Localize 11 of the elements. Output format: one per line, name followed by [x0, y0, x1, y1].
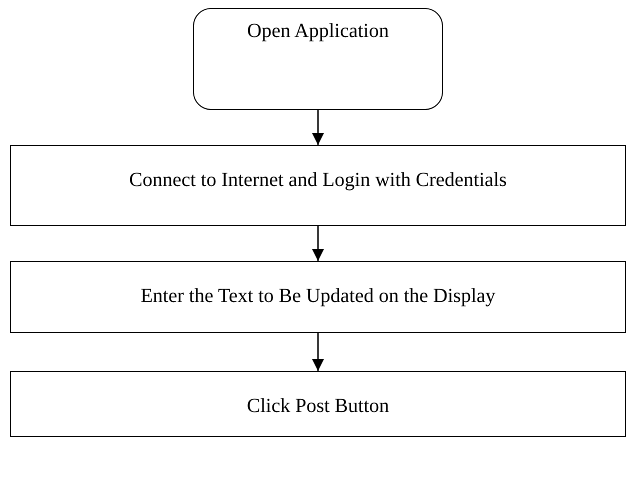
arrow — [312, 110, 324, 145]
process-box — [10, 371, 626, 437]
box-label: Enter the Text to Be Updated on the Display — [140, 284, 496, 309]
box-label: Click Post Button — [246, 394, 390, 419]
arrow — [312, 333, 324, 371]
arrow — [312, 226, 324, 261]
rounded-process-box — [193, 8, 443, 110]
box-label: Connect to Internet and Login with Credentials — [129, 168, 507, 193]
process-box — [10, 145, 626, 226]
process-box — [10, 261, 626, 333]
box-label: Open Application — [247, 19, 389, 44]
